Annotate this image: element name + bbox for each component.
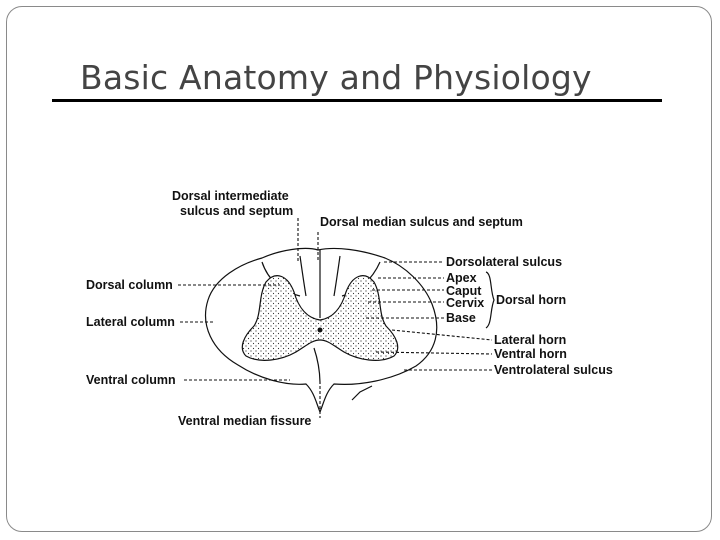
central-canal [317,327,323,333]
ventral-fissure-line [313,347,321,385]
gray-matter [241,275,399,361]
label-base: Base [446,311,476,325]
leader-lateral-horn [391,329,493,341]
label-sulcus-and-septum: sulcus and septum [180,204,293,218]
label-apex: Apex [446,271,477,285]
label-ventral-column: Ventral column [86,373,176,387]
title-underline [52,99,662,102]
dorsal-horn-brace [485,271,495,329]
slide-frame [6,6,712,532]
dorsal-intermediate-septa [299,255,341,297]
label-ventral-horn: Ventral horn [494,347,567,361]
label-dorsal-column: Dorsal column [86,278,173,292]
label-dorsal-horn: Dorsal horn [496,293,566,307]
label-dorsolateral-sulcus: Dorsolateral sulcus [446,255,562,269]
label-ventral-median-fissure: Ventral median fissure [178,414,311,428]
label-cervix: Cervix [446,296,484,310]
label-dorsal-intermediate: Dorsal intermediate [172,189,289,203]
label-dorsal-median: Dorsal median sulcus and septum [320,215,523,229]
ventral-rootlet [351,385,373,401]
label-ventrolateral-sulcus: Ventrolateral sulcus [494,363,613,377]
label-lateral-horn: Lateral horn [494,333,566,347]
label-lateral-column: Lateral column [86,315,175,329]
leader-ventral-horn [375,351,493,355]
label-caput: Caput [446,284,482,298]
slide-title: Basic Anatomy and Physiology [80,58,592,97]
